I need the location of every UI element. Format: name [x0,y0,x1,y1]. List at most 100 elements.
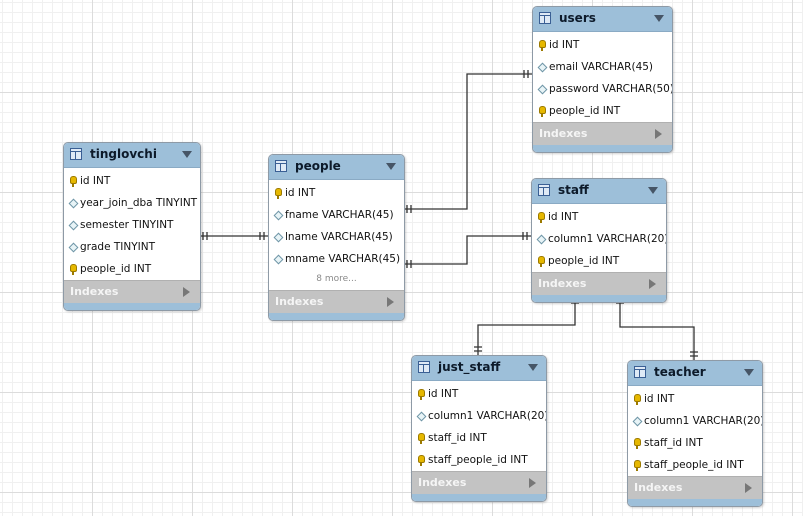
column-label: mname VARCHAR(45) [285,253,401,265]
column-row[interactable]: id INT [532,206,666,228]
column-label: column1 VARCHAR(20) [548,233,667,245]
table-header[interactable]: people [269,155,404,180]
column-row[interactable]: id INT [269,182,404,204]
table-header[interactable]: staff [532,179,666,204]
column-row[interactable]: fname VARCHAR(45) [269,204,404,226]
chevron-down-icon[interactable] [654,15,664,22]
chevron-down-icon[interactable] [386,163,396,170]
table-footer [412,494,546,501]
column-label: id INT [428,388,459,400]
column-row[interactable]: grade TINYINT [64,236,200,258]
key-icon [538,106,547,117]
table-people[interactable]: people id INT fname VARCHAR(45) lname VARCH… [268,154,405,321]
column-row[interactable]: column1 VARCHAR(20) [628,410,762,432]
diamond-icon [69,242,78,253]
column-row[interactable]: year_join_dba TINYINT [64,192,200,214]
column-label: year_join_dba TINYINT [80,197,198,209]
column-label: staff_id INT [644,437,703,449]
column-row[interactable]: people_id INT [532,250,666,272]
diamond-icon [537,234,546,245]
table-header[interactable]: teacher [628,361,762,386]
table-users[interactable]: users id INT email VARCHAR(45) password VAR… [532,6,673,153]
relationship-people-users[interactable] [403,70,532,213]
column-row[interactable]: column1 VARCHAR(20) [412,405,546,427]
table-icon [538,184,550,196]
diamond-icon [274,210,283,221]
table-icon [418,361,430,373]
relationship-tinglovchi-people[interactable] [199,232,268,240]
column-row[interactable]: id INT [533,34,672,56]
column-row[interactable]: staff_people_id INT [628,454,762,476]
triangle-right-icon[interactable] [655,129,662,139]
diamond-icon [417,411,426,422]
chevron-down-icon[interactable] [648,187,658,194]
column-row[interactable]: mname VARCHAR(45) [269,248,404,270]
relationship-staff-just-staff[interactable] [474,295,579,355]
table-footer [269,313,404,320]
column-row[interactable]: people_id INT [533,100,672,122]
chevron-down-icon[interactable] [744,369,754,376]
column-label: id INT [285,187,316,199]
key-icon [417,433,426,444]
table-name: people [295,159,341,173]
column-row[interactable]: staff_id INT [412,427,546,449]
table-header[interactable]: tinglovchi [64,143,200,168]
key-icon [69,264,78,275]
table-name: tinglovchi [90,147,157,161]
key-icon [538,40,547,51]
indexes-label: Indexes [418,476,467,489]
column-label: email VARCHAR(45) [549,61,654,73]
indexes-section[interactable]: Indexes [628,476,762,499]
column-row[interactable]: id INT [628,388,762,410]
column-label: grade TINYINT [80,241,156,253]
column-label: column1 VARCHAR(20) [644,415,763,427]
column-row[interactable]: staff_id INT [628,432,762,454]
table-tinglovchi[interactable]: tinglovchi id INT year_join_dba TINYINT sem… [63,142,201,311]
table-footer [533,145,672,152]
table-header[interactable]: just_staff [412,356,546,381]
indexes-label: Indexes [70,285,119,298]
column-row[interactable]: id INT [64,170,200,192]
table-icon [634,366,646,378]
chevron-down-icon[interactable] [182,151,192,158]
column-label: lname VARCHAR(45) [285,231,393,243]
triangle-right-icon[interactable] [745,483,752,493]
relationship-people-staff[interactable] [403,232,531,268]
key-icon [274,188,283,199]
table-header[interactable]: users [533,7,672,32]
column-label: staff_id INT [428,432,487,444]
column-row[interactable]: email VARCHAR(45) [533,56,672,78]
column-row[interactable]: people_id INT [64,258,200,280]
column-label: people_id INT [80,263,152,275]
indexes-section[interactable]: Indexes [64,280,200,303]
column-row[interactable]: staff_people_id INT [412,449,546,471]
triangle-right-icon[interactable] [649,279,656,289]
triangle-right-icon[interactable] [387,297,394,307]
triangle-right-icon[interactable] [529,478,536,488]
column-row[interactable]: semester TINYINT [64,214,200,236]
more-columns-link[interactable]: 8 more... [316,274,357,284]
key-icon [417,455,426,466]
table-name: just_staff [438,360,501,374]
relationship-staff-teacher[interactable] [616,295,698,360]
column-row[interactable]: column1 VARCHAR(20) [532,228,666,250]
column-list: id INT email VARCHAR(45) password VARCHAR(… [533,32,672,122]
column-row[interactable]: password VARCHAR(50) [533,78,672,100]
column-row[interactable]: lname VARCHAR(45) [269,226,404,248]
column-list: id INT column1 VARCHAR(20) staff_id INT sta… [628,386,762,476]
chevron-down-icon[interactable] [528,364,538,371]
indexes-section[interactable]: Indexes [533,122,672,145]
triangle-right-icon[interactable] [183,287,190,297]
indexes-section[interactable]: Indexes [412,471,546,494]
indexes-section[interactable]: Indexes [269,290,404,313]
diamond-icon [538,62,547,73]
column-list: id INT column1 VARCHAR(20) staff_id INT sta… [412,381,546,471]
indexes-section[interactable]: Indexes [532,272,666,295]
column-row[interactable]: id INT [412,383,546,405]
table-teacher[interactable]: teacher id INT column1 VARCHAR(20) staff_id… [627,360,763,507]
table-name: teacher [654,365,706,379]
column-label: id INT [549,39,580,51]
